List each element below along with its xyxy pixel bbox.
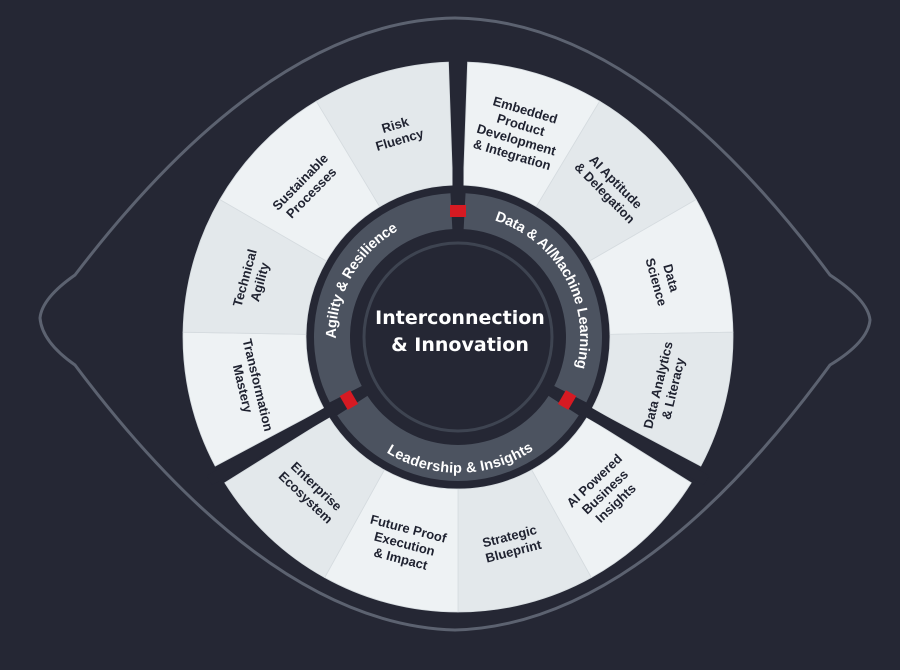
segment-data-analytics-and-literacy-fill: [591, 331, 734, 467]
segment-data-science-label-line: Data: [660, 262, 682, 294]
pillar-divider-2: [552, 388, 710, 486]
pillar-agility-and-resilience-band: [314, 193, 453, 403]
center-title-line-1: Interconnection: [375, 307, 545, 329]
segment-ai-powered-business-insights: AI PoweredBusinessInsights: [531, 416, 692, 579]
pillar-leadership-and-insights: Leadership & Insights: [337, 395, 579, 481]
segment-enterprise-ecosystem-fill: [224, 416, 385, 579]
segment-data-science: DataScience: [589, 198, 734, 335]
segment-risk-fluency-fill: [315, 61, 454, 208]
pillar-divider-1: [452, 50, 464, 225]
segment-strategic-blueprint: StrategicBlueprint: [457, 469, 592, 613]
pillar-dividers: [206, 50, 710, 486]
accent-marker-3: [339, 390, 359, 410]
center-title-line-2: & Innovation: [391, 334, 529, 356]
segment-transformation-mastery: TransformationMastery: [182, 331, 325, 467]
pillar-leadership-and-insights-band: [337, 395, 579, 481]
accent-marker-1: [450, 205, 466, 217]
segment-risk-fluency: RiskFluency: [315, 61, 454, 208]
pillar-data-and-ai-machine-learning-band: [463, 193, 602, 403]
segment-ai-aptitude-and-delegation: AI Aptitude& Delegation: [535, 100, 697, 262]
segment-sustainable-processes: SustainableProcesses: [219, 100, 381, 262]
inner-ring: [362, 241, 554, 433]
accent-marker-2: [557, 390, 577, 410]
eye-outline: [38, 16, 872, 632]
pillar-divider-3: [206, 388, 364, 486]
accent-markers: [339, 205, 577, 410]
segment-data-analytics-and-literacy: Data Analytics& Literacy: [591, 331, 734, 467]
segment-embedded-product-development-and-integration: EmbeddedProductDevelopment& Integration: [462, 61, 601, 208]
segment-enterprise-ecosystem: EnterpriseEcosystem: [224, 416, 385, 579]
center-title: Interconnection & Innovation: [330, 305, 590, 359]
segment-technical-agility: TechnicalAgility: [182, 198, 327, 335]
